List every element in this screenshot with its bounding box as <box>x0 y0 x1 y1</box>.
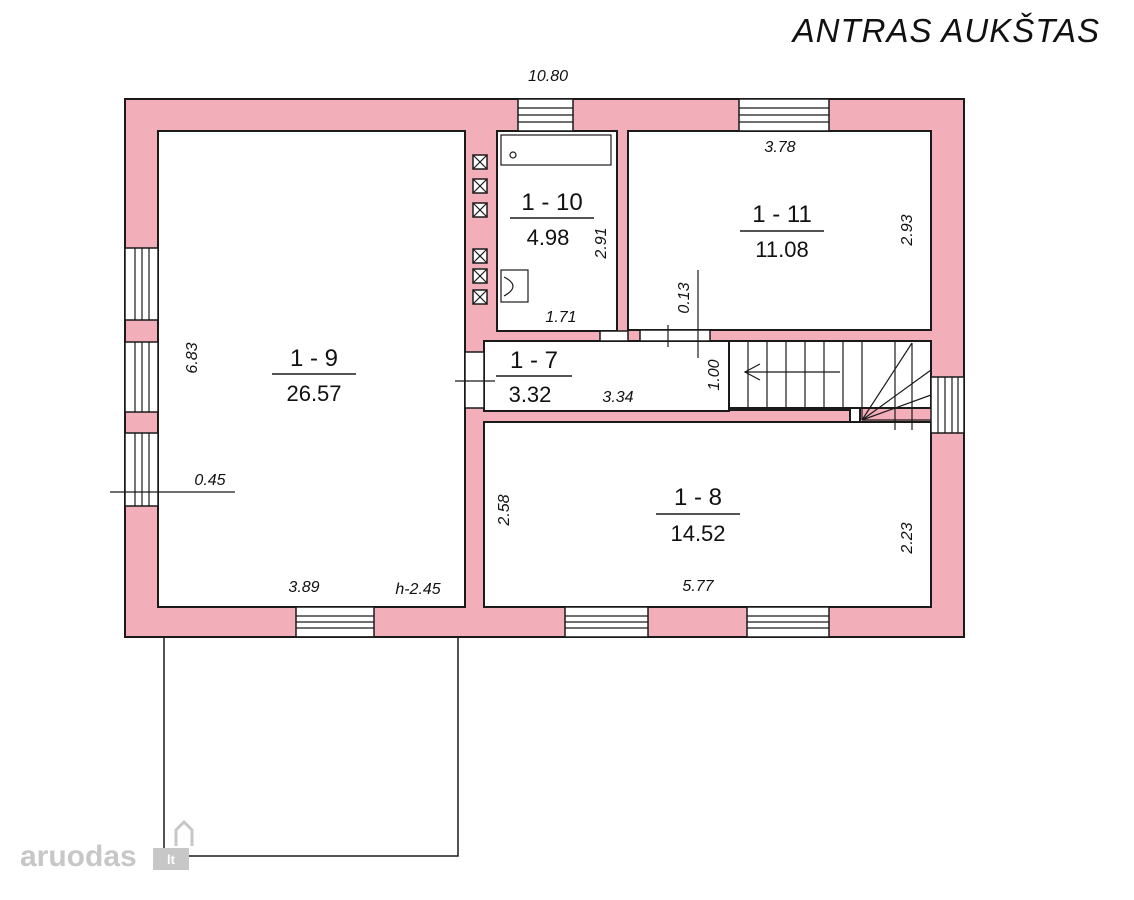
room-1-8-area: 14.52 <box>670 521 725 546</box>
room-1-9-id: 1 - 9 <box>290 345 338 372</box>
dim-corridor-width: 3.34 <box>602 389 633 406</box>
room-1-11-area: 11.08 <box>755 237 808 262</box>
watermark-suffix: lt <box>167 852 176 867</box>
window-bottom-3 <box>746 606 830 638</box>
sink-icon <box>500 269 529 303</box>
window-left-2 <box>124 341 159 413</box>
dim-ceiling-height: h-2.45 <box>395 581 440 598</box>
bathtub-icon <box>500 134 612 166</box>
house-icon <box>174 819 194 846</box>
stair-opening <box>930 376 965 434</box>
window-left-3 <box>124 432 159 507</box>
room-1-11-id: 1 - 11 <box>752 201 812 228</box>
label-room-1-7: 1 - 7 3.32 <box>496 347 572 407</box>
dim-r9-height: 6.83 <box>184 342 201 373</box>
bathroom-door <box>599 330 629 342</box>
window-bottom-2 <box>564 606 649 638</box>
room-1-10-id: 1 - 10 <box>521 189 582 216</box>
plan-title: ANTRAS AUKŠTAS <box>791 12 1100 49</box>
room-1-9-area: 26.57 <box>286 381 341 406</box>
room-1-7-area: 3.32 <box>509 382 552 407</box>
dim-r10-height: 2.91 <box>593 227 610 259</box>
label-room-1-8: 1 - 8 14.52 <box>656 484 740 546</box>
corridor-door <box>464 351 485 409</box>
window-top-left <box>517 98 574 132</box>
label-room-1-10: 1 - 10 4.98 <box>510 189 594 250</box>
dim-r11-width: 3.78 <box>764 139 795 156</box>
dim-r8-width: 5.77 <box>682 578 714 595</box>
label-room-1-11: 1 - 11 11.08 <box>740 201 824 262</box>
dim-wall-thickness: 0.45 <box>194 472 225 489</box>
dim-r8-height-left: 2.58 <box>496 494 513 526</box>
room-1-8-id: 1 - 8 <box>674 484 722 511</box>
window-bottom-1 <box>295 606 375 638</box>
dim-r11-height: 2.93 <box>899 214 916 246</box>
room-1-7-id: 1 - 7 <box>510 347 558 374</box>
aruodas-watermark: aruodas lt <box>20 819 194 873</box>
room-1-10-area: 4.98 <box>527 225 570 250</box>
watermark-box <box>153 848 189 870</box>
dim-r8-height-right: 2.23 <box>899 522 916 554</box>
terrace-outline <box>163 636 459 857</box>
dim-overall-width: 10.80 <box>528 68 568 85</box>
dim-corridor-height: 1.00 <box>706 359 723 390</box>
stair-treads <box>743 341 959 433</box>
watermark-text: aruodas <box>20 840 137 873</box>
dim-r10-width: 1.71 <box>545 309 576 326</box>
stairs <box>728 340 932 409</box>
label-room-1-9: 1 - 9 26.57 <box>272 345 356 406</box>
window-left-1 <box>124 247 159 321</box>
room-1-9 <box>157 130 466 608</box>
room-11-door <box>639 329 711 342</box>
window-top-right <box>738 98 830 132</box>
ventilation-icons <box>472 154 488 305</box>
dim-partition: 0.13 <box>676 282 693 313</box>
dim-r9-width: 3.89 <box>288 579 319 596</box>
